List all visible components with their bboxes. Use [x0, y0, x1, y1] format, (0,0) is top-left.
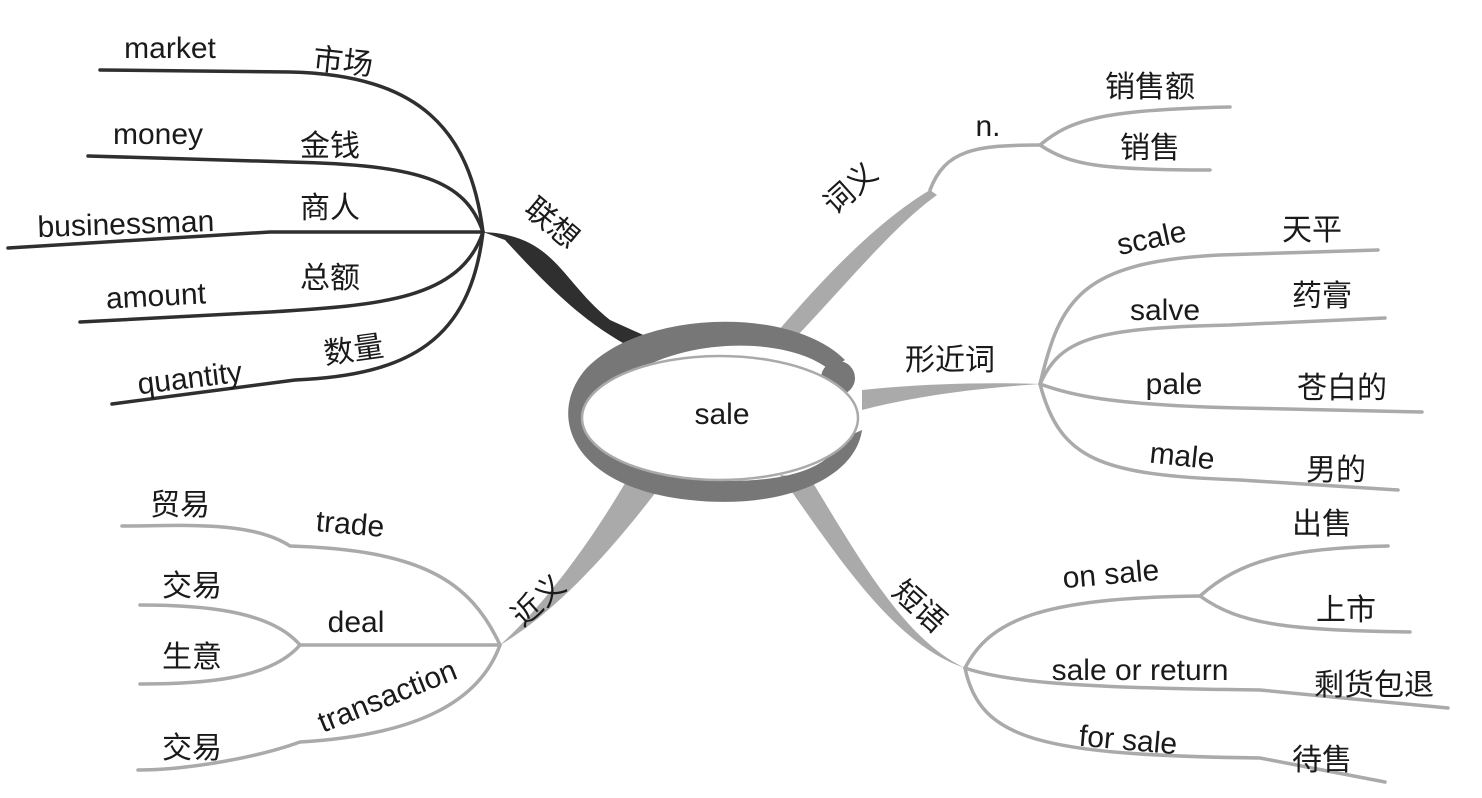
similar-en-1: scale	[1114, 215, 1189, 262]
synonym-transaction-zh: 交易	[162, 731, 222, 766]
phrase-on-sale-zh-1: 出售	[1292, 507, 1352, 542]
branch-meaning: 词义 n. 销售额 销售	[817, 70, 1232, 222]
synonym-trade-en: trade	[315, 505, 386, 544]
meaning-pos: n.	[975, 110, 1000, 143]
similar-zh-1: 天平	[1282, 213, 1342, 248]
phrase-on-sale-en: on sale	[1061, 554, 1160, 595]
association-zh-1: 市场	[311, 42, 374, 83]
association-zh-3: 商人	[300, 191, 360, 226]
synonym-deal-zh-1: 交易	[162, 569, 222, 604]
meaning-sense-2: 销售	[1120, 131, 1180, 166]
similar-zh-2: 药膏	[1292, 279, 1352, 314]
similar-zh-4: 男的	[1306, 453, 1366, 488]
similar-en-3: pale	[1146, 368, 1203, 401]
branch-synonyms: 近义 贸易 trade 交易 deal 生意 transaction 交易	[120, 488, 573, 772]
trunk-synonyms	[500, 478, 662, 645]
meaning-sense-1: 销售额	[1105, 70, 1195, 105]
association-en-1: market	[124, 32, 216, 65]
synonym-deal-en: deal	[328, 606, 385, 639]
association-en-3: businessman	[37, 205, 215, 244]
association-zh-2: 金钱	[300, 129, 360, 164]
synonym-deal-zh-2: 生意	[162, 640, 222, 675]
association-zh-5: 数量	[322, 329, 386, 372]
phrase-for-sale-zh: 待售	[1292, 743, 1352, 778]
trunk-phrases	[780, 475, 965, 668]
center-label: sale	[694, 398, 749, 431]
trunk-meaning	[772, 190, 937, 338]
trunk-association	[483, 232, 650, 348]
association-en-2: money	[113, 118, 203, 151]
branch-phrases-label: 短语	[885, 574, 953, 640]
similar-en-2: salve	[1130, 294, 1200, 327]
trunk-similar-form	[862, 383, 1040, 410]
center-ellipse	[580, 354, 860, 482]
branch-association: 联想 market 市场 money 金钱 businessman 商人 amo…	[6, 32, 586, 406]
phrase-sale-or-return-en: sale or return	[1052, 654, 1229, 687]
branch-meaning-label: 词义	[817, 156, 885, 222]
phrase-sale-or-return-zh: 剩货包退	[1314, 668, 1434, 703]
association-en-4: amount	[105, 277, 207, 315]
association-en-5: quantity	[136, 356, 244, 402]
branch-similar-form-label: 形近词	[905, 343, 995, 378]
similar-zh-3: 苍白的	[1297, 371, 1387, 406]
synonym-transaction-en: transaction	[313, 654, 461, 740]
phrase-for-sale-en: for sale	[1078, 720, 1179, 761]
phrase-on-sale-zh-2: 上市	[1316, 593, 1376, 628]
center-node: sale	[568, 321, 862, 502]
association-zh-4: 总额	[300, 261, 360, 296]
branch-phrases: 短语 on sale 出售 上市 sale or return 剩货包退 for…	[885, 507, 1450, 784]
branch-similar-form: 形近词 scale 天平 salve 药膏 pale 苍白的 male 男的	[905, 213, 1424, 492]
synonym-trade-zh: 贸易	[150, 488, 210, 523]
similar-en-4: male	[1148, 437, 1216, 477]
